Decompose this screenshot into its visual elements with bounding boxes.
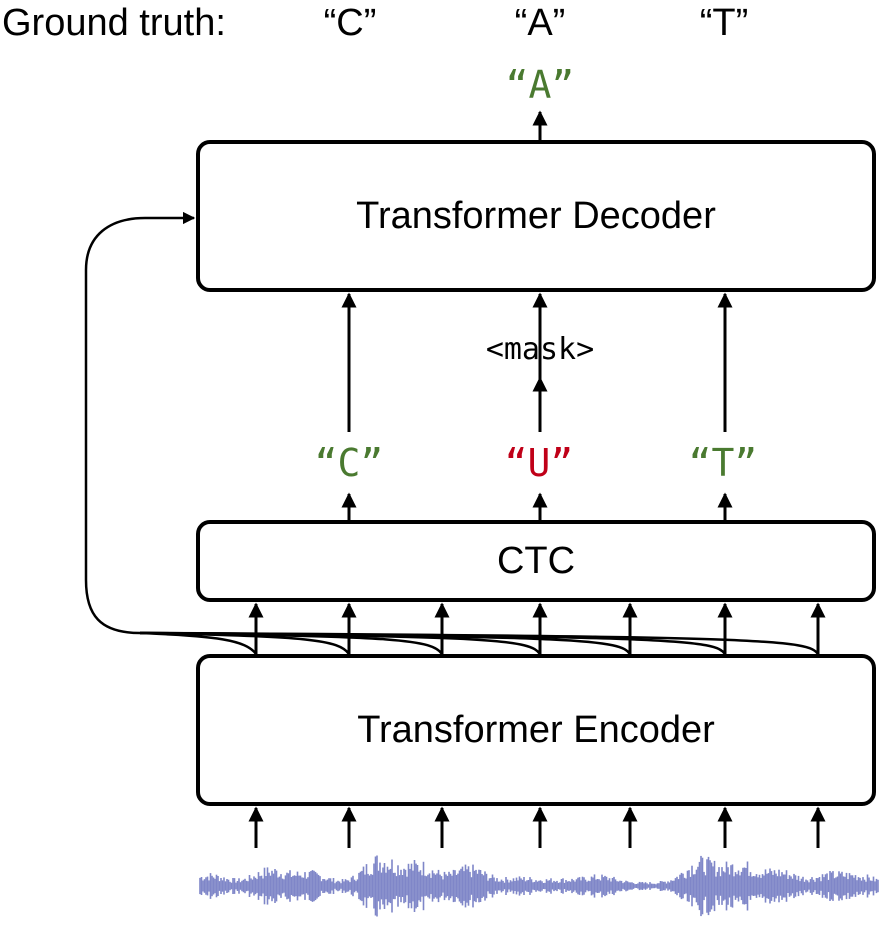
mask-token: <mask> (485, 332, 595, 367)
ctc-output-token-t: “T” (688, 441, 758, 485)
transformer-encoder-label: Transformer Encoder (357, 709, 715, 751)
ground-truth-token-c: “C” (323, 2, 377, 44)
transformer-decoder-box: Transformer Decoder (196, 140, 876, 292)
ctc-label: CTC (496, 540, 576, 582)
skip-connection-arrow (84, 211, 196, 635)
audio-waveform (199, 855, 879, 917)
decoder-output-token: “A” (505, 63, 575, 107)
transformer-encoder-box: Transformer Encoder (196, 654, 876, 806)
ctc-box: CTC (196, 520, 876, 602)
ctc-output-token-u: “U” (504, 441, 574, 485)
ctc-output-token-c: “C” (314, 441, 384, 485)
skip-branch-7 (139, 631, 820, 655)
ground-truth-token-a: “A” (514, 2, 566, 44)
ground-truth-label: Ground truth: (2, 2, 226, 44)
transformer-decoder-label: Transformer Decoder (356, 195, 716, 237)
ground-truth-token-t: “T” (699, 2, 749, 44)
